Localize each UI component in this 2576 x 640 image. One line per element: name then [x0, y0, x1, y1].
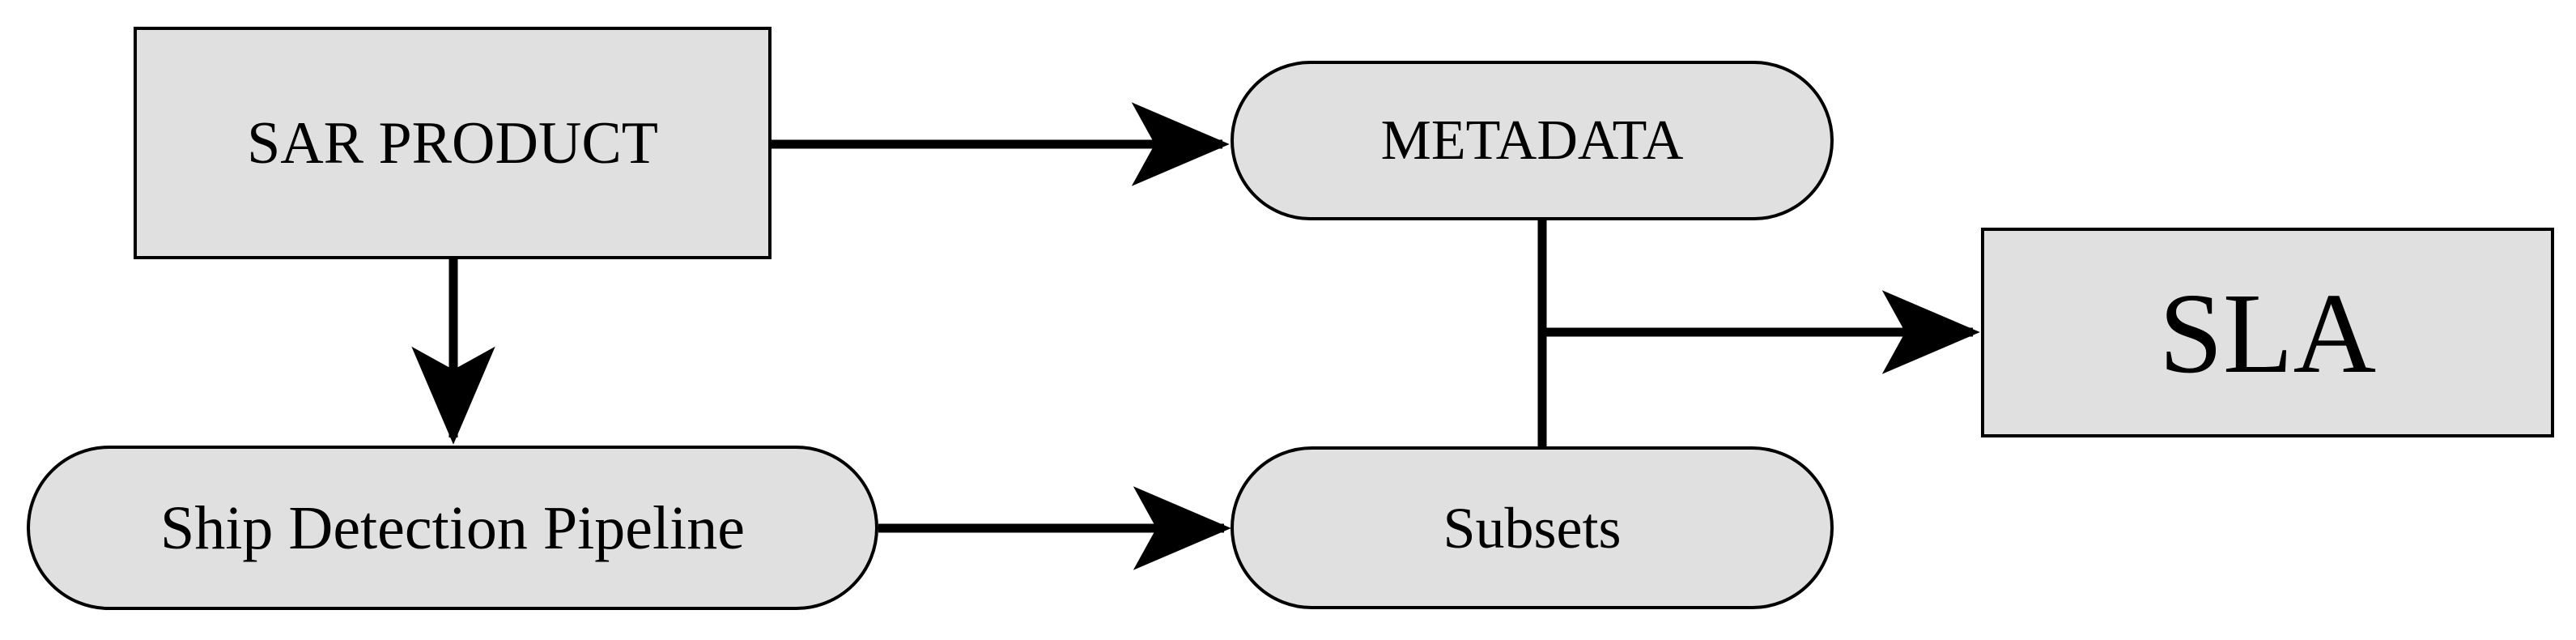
node-sar-product[interactable]: SAR PRODUCT	[134, 27, 772, 259]
node-sla[interactable]: SLA	[1981, 228, 2554, 437]
node-sar-product-label: SAR PRODUCT	[247, 109, 658, 177]
node-metadata[interactable]: METADATA	[1231, 61, 1834, 220]
node-ship-detection-pipeline-label: Ship Detection Pipeline	[160, 493, 745, 562]
node-subsets[interactable]: Subsets	[1231, 446, 1834, 609]
node-sla-label: SLA	[2158, 268, 2377, 397]
node-subsets-label: Subsets	[1443, 495, 1622, 561]
node-ship-detection-pipeline[interactable]: Ship Detection Pipeline	[27, 446, 878, 610]
node-metadata-label: METADATA	[1380, 109, 1684, 172]
